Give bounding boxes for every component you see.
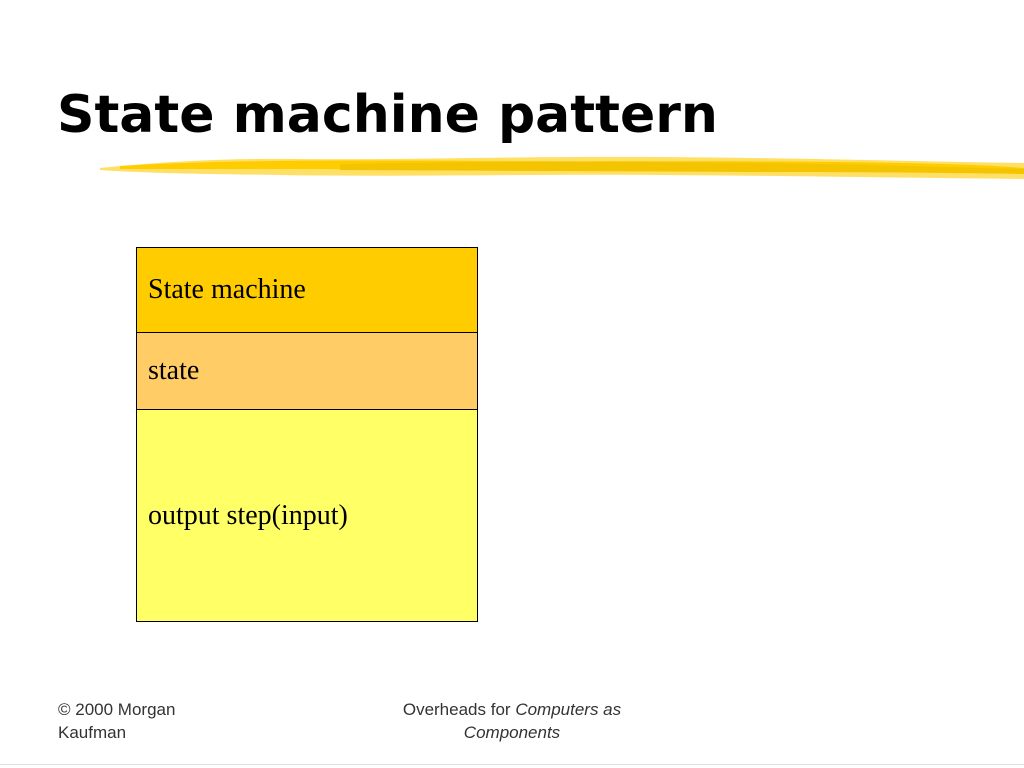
title-underline-brushstroke [100,156,1024,179]
class-name-compartment: State machine [137,248,477,333]
brushstroke-bright [340,161,1024,174]
attribute-compartment: state [137,333,477,410]
bottom-divider [0,764,1024,765]
book-footer-line-2: Components [362,721,662,744]
slide-title: State machine pattern [57,85,718,145]
book-title-part-1: Computers as [515,700,622,719]
copyright-footer: © 2000 Morgan Kaufman [58,698,278,744]
state-machine-class-diagram: State machine state output step(input) [136,247,478,622]
operation-compartment: output step(input) [137,410,477,621]
operation-label: output step(input) [148,499,348,531]
attribute-label: state [148,355,200,386]
book-title-part-2: Components [463,723,561,742]
class-name-label: State machine [148,274,306,305]
copyright-line-1: © 2000 Morgan [58,700,176,719]
book-footer-line-1: Overheads for Computers as [362,698,662,721]
book-footer: Overheads for Computers as Components [362,698,662,744]
overheads-prefix: Overheads for [402,700,511,719]
copyright-line-2: Kaufman [58,723,127,742]
